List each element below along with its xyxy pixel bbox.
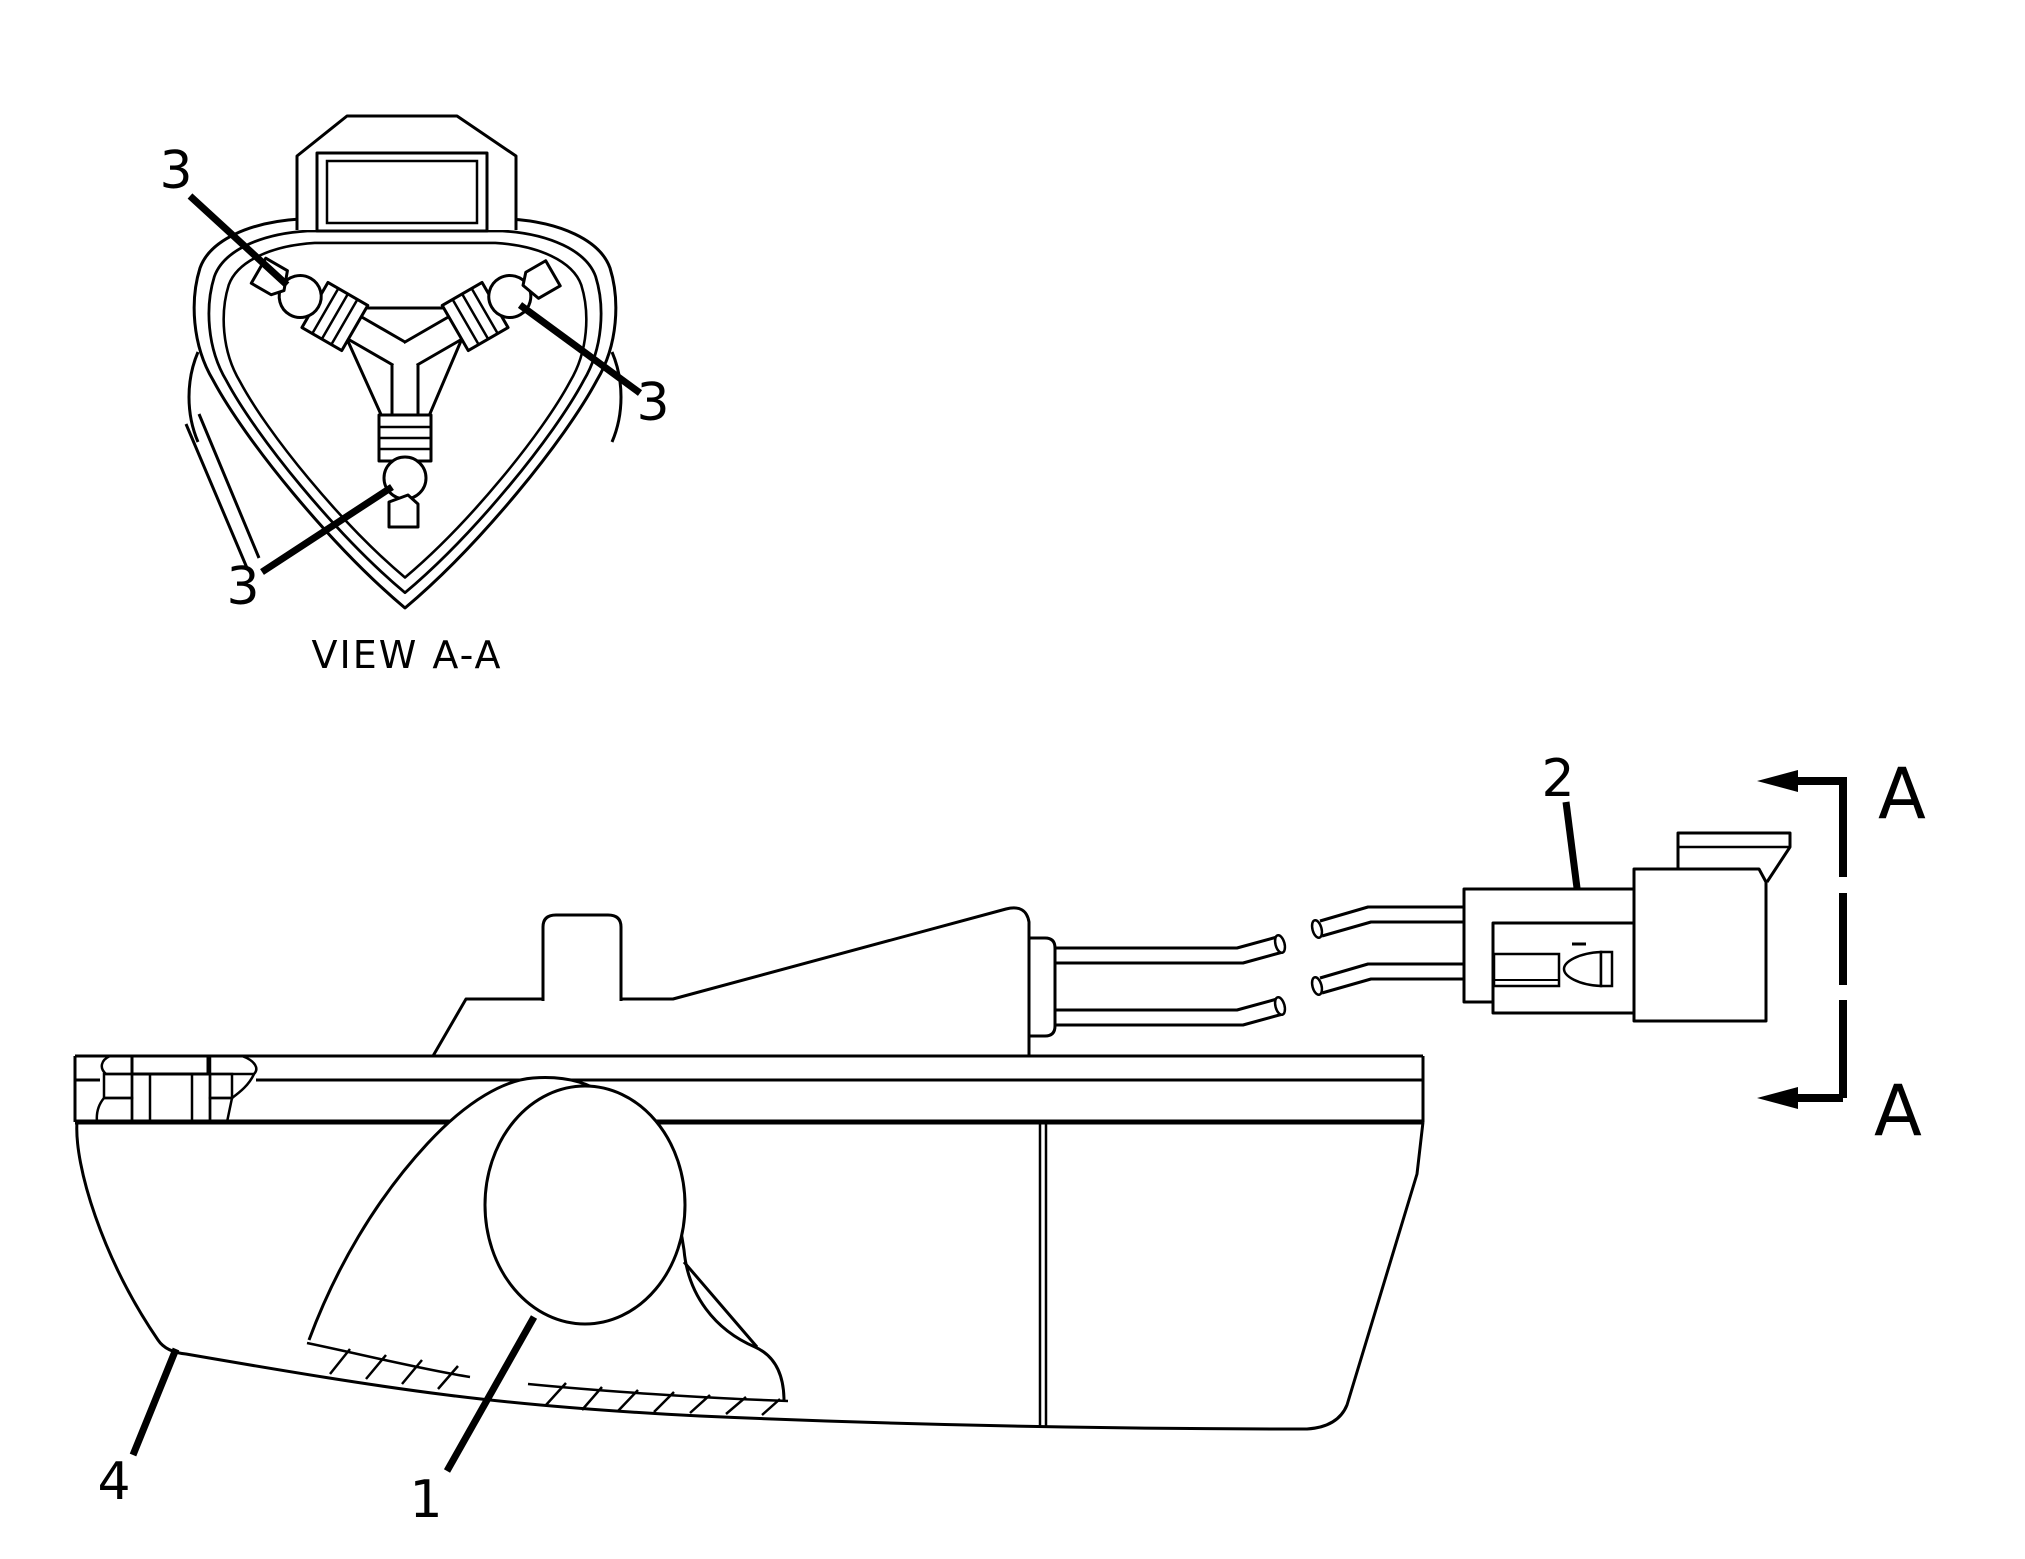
mounting-grommet [95,1054,258,1124]
leader-3-lower [260,484,394,575]
callout-4: 4 [97,1452,130,1512]
callout-1: 1 [409,1470,442,1530]
callout-3-lower: 3 [226,557,259,617]
section-arrowhead-bottom [1757,1087,1798,1109]
bullet-terminal [1562,950,1603,988]
mounting-ear-lines [184,413,261,569]
section-arrowhead-top [1757,770,1798,792]
section-letter-top: A [1878,753,1926,835]
bowl-bottom-section [306,1341,789,1416]
section-letter-bottom: A [1874,1070,1922,1152]
connector-cavity-outline [222,241,588,579]
leader-3-upper-left [187,193,290,288]
connector-outer-shell [1462,887,1634,1004]
callout-3-upper-left: 3 [159,141,192,201]
callout-2: 2 [1541,749,1574,809]
section-arrow-a-top [1798,777,1847,877]
wire-leads [1055,905,1463,1027]
leader-1 [443,1315,538,1473]
sender-unit [431,906,1057,1058]
terminal-cavity [1492,952,1561,988]
sender-side-view: 2 1 4 [73,749,1792,1530]
connector-rear-body [1632,867,1768,1023]
key-tab [295,114,518,230]
fuel-bowl-outline [75,1121,1425,1431]
terminal-boss [331,306,477,472]
view-a-a-label: VIEW A-A [312,633,503,677]
section-line: A A [1757,753,1926,1152]
leader-4 [129,1347,180,1457]
sender-post [541,913,623,1001]
leader-2 [1562,801,1581,889]
callout-3-right: 3 [636,373,669,433]
bowl-divider-seam [1038,1122,1048,1428]
connector-latch-tab [1676,831,1792,883]
connector-face-view: 3 3 3 VIEW A-A [159,114,670,677]
sender-terminal-block [1027,936,1057,1038]
bottom-hatch-lines [329,1348,781,1416]
float-dome-opening [483,1084,687,1326]
electrical-connector [1462,831,1792,1023]
leader-3-right [517,302,643,396]
sender-body [431,906,1031,1058]
